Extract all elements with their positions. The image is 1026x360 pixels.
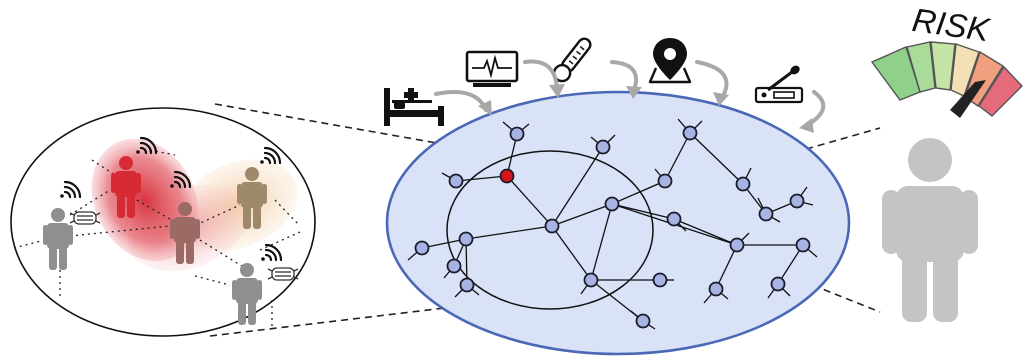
graph-node [509, 126, 525, 142]
person-exposed [170, 202, 200, 264]
graph-ellipse [385, 90, 851, 356]
test-swab-icon [754, 65, 804, 104]
flow-arrow [695, 60, 729, 100]
graph-edge [611, 203, 675, 220]
graph-edge [664, 132, 691, 182]
graph-node [682, 125, 698, 141]
graph-edge [715, 244, 738, 290]
person-contact-brown [237, 167, 267, 229]
location-pin-icon [648, 38, 692, 84]
arrowhead [626, 86, 642, 99]
graph-node [795, 237, 811, 253]
graph-edge [465, 225, 553, 240]
graph-edge [551, 203, 613, 227]
person-masked-bottom [232, 263, 262, 325]
graph-nodes [414, 125, 811, 329]
graph-node [448, 173, 464, 189]
thermometer-icon [552, 37, 592, 83]
arrowhead [549, 84, 565, 98]
graph-edge [777, 244, 804, 285]
graph-node [446, 258, 462, 274]
risk-gauge-segment [978, 65, 1023, 117]
person-infected [111, 156, 141, 218]
graph-focus-ellipse [446, 150, 654, 310]
risk-gauge-segment [906, 41, 936, 93]
contact-graph [385, 90, 851, 356]
graph-node [458, 231, 474, 247]
graph-node [459, 277, 475, 293]
data-source-icons [384, 37, 804, 126]
graph-node [635, 313, 651, 329]
wifi-signal-icon [60, 136, 283, 262]
interaction-lines [13, 149, 301, 326]
risk-panel: RISK [870, 1, 1023, 322]
face-mask-icon [69, 211, 299, 281]
risk-gauge-needle [950, 80, 986, 118]
risk-label: RISK [910, 1, 993, 49]
graph-node [652, 272, 668, 288]
data-flow-arrowheads [478, 84, 814, 133]
arrowhead [713, 92, 729, 106]
graph-node [729, 237, 745, 253]
graph-node [657, 173, 673, 189]
graph-edge [590, 203, 613, 281]
heart-monitor-icon [465, 50, 519, 87]
graph-edge [455, 175, 508, 182]
risk-gauge-segment [930, 41, 956, 91]
graph-node [583, 272, 599, 288]
risk-gauge [870, 41, 1023, 118]
person-at-risk [882, 138, 978, 322]
graph-node [595, 139, 611, 155]
graph-node [544, 218, 560, 234]
arrowhead [478, 100, 492, 116]
graph-edge [611, 180, 666, 205]
hospital-bed-icon [384, 88, 444, 126]
graph-edge [689, 132, 744, 185]
graph-edge [551, 225, 592, 281]
graph-node [414, 240, 430, 256]
graph-edge [673, 218, 738, 246]
arrowhead [799, 118, 814, 133]
graph-node [789, 193, 805, 209]
graph-node [666, 211, 682, 227]
graph-edge [506, 175, 553, 227]
graph-node [735, 176, 751, 192]
graph-edge [421, 238, 467, 249]
graph-node [770, 276, 786, 292]
contact-scene [10, 107, 316, 337]
flow-arrow [610, 60, 638, 92]
graph-node-infected [499, 168, 515, 184]
graph-edge [465, 238, 468, 286]
graph-node [604, 196, 620, 212]
graph-node [708, 281, 724, 297]
person-masked-left [43, 208, 73, 270]
graph-edge [551, 146, 604, 227]
graph-node [758, 206, 774, 222]
